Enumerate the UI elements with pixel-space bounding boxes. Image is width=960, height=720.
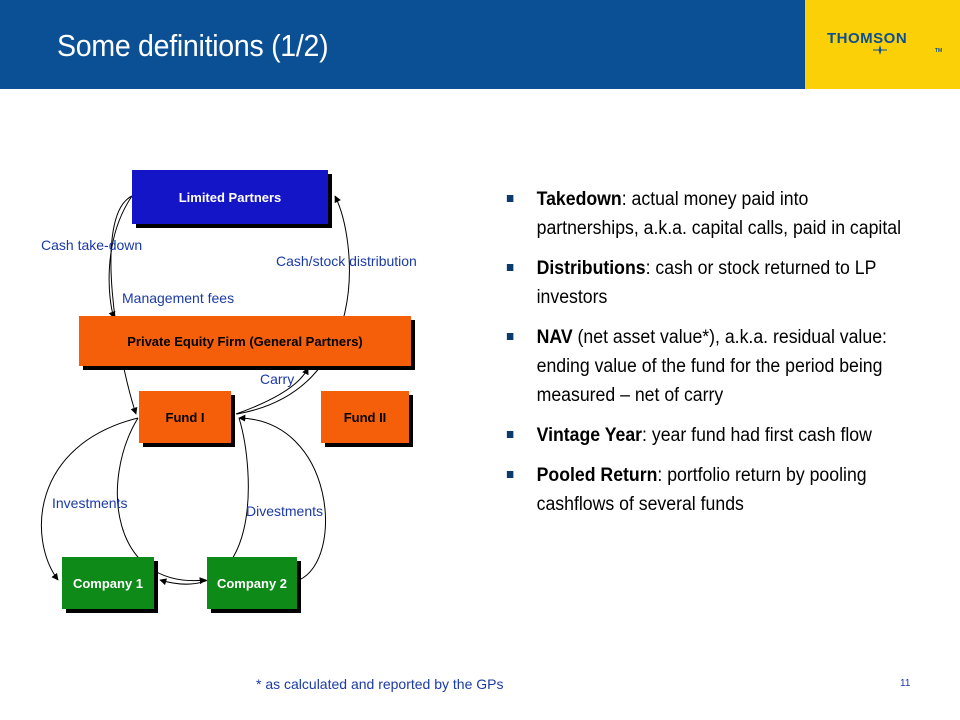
svg-text:Fund II: Fund II <box>344 410 387 425</box>
bullet-square-icon <box>506 264 514 271</box>
page-title: Some definitions (1/2) <box>57 28 329 63</box>
arrow-investments-company2 <box>116 417 207 585</box>
list-item: Takedown: actual money paid into partner… <box>505 185 914 243</box>
header-bar: Some definitions (1/2) <box>0 0 805 89</box>
box-fund-2: Fund II <box>321 391 413 447</box>
svg-text:Fund I: Fund I <box>166 410 205 425</box>
arrow-cash-takedown <box>110 195 138 415</box>
svg-text:Company 2: Company 2 <box>217 576 287 591</box>
arrow-cash-stock-distribution <box>236 195 350 415</box>
bullet-square-icon <box>506 431 514 438</box>
diagram-arrows <box>40 195 350 586</box>
box-company-2: Company 2 <box>207 557 301 613</box>
thomson-logo: THOMSON <box>827 30 908 47</box>
bullet-square-icon <box>506 333 514 340</box>
footnote: * as calculated and reported by the GPs <box>256 676 504 692</box>
logo-star-icon <box>873 45 887 55</box>
label-management-fees: Management fees <box>122 290 234 306</box>
svg-text:Private Equity Firm (General P: Private Equity Firm (General Partners) <box>127 334 363 349</box>
box-fund-1: Fund I <box>139 391 235 447</box>
arrow-divestments-company2 <box>238 414 326 581</box>
label-investments: Investments <box>52 495 127 511</box>
svg-text:Company 1: Company 1 <box>73 576 143 591</box>
bullet-square-icon <box>506 471 514 478</box>
logo-panel: THOMSON TM <box>805 0 960 89</box>
label-carry: Carry <box>260 371 294 387</box>
arrow-management-fees <box>108 195 133 319</box>
box-limited-partners: Limited Partners <box>132 170 332 228</box>
list-item: Distributions: cash or stock returned to… <box>505 254 914 312</box>
list-item: Vintage Year: year fund had first cash f… <box>505 421 914 450</box>
arrow-divestments-company1 <box>159 417 249 586</box>
page-number: 11 <box>900 678 911 689</box>
label-divestments: Divestments <box>246 503 323 519</box>
arrow-investments-company1 <box>40 417 139 581</box>
box-company-1: Company 1 <box>62 557 158 613</box>
definitions-list: Takedown: actual money paid into partner… <box>505 185 945 530</box>
label-cash-takedown: Cash take-down <box>41 237 142 253</box>
box-general-partners: Private Equity Firm (General Partners) <box>79 316 415 370</box>
svg-text:Limited Partners: Limited Partners <box>179 190 282 205</box>
arrow-carry <box>235 367 309 415</box>
list-item: NAV (net asset value*), a.k.a. residual … <box>505 323 914 410</box>
label-cash-stock-distribution: Cash/stock distribution <box>276 253 417 269</box>
list-item: Pooled Return: portfolio return by pooli… <box>505 461 914 519</box>
logo-trademark: TM <box>935 48 943 54</box>
bullet-square-icon <box>506 195 514 202</box>
